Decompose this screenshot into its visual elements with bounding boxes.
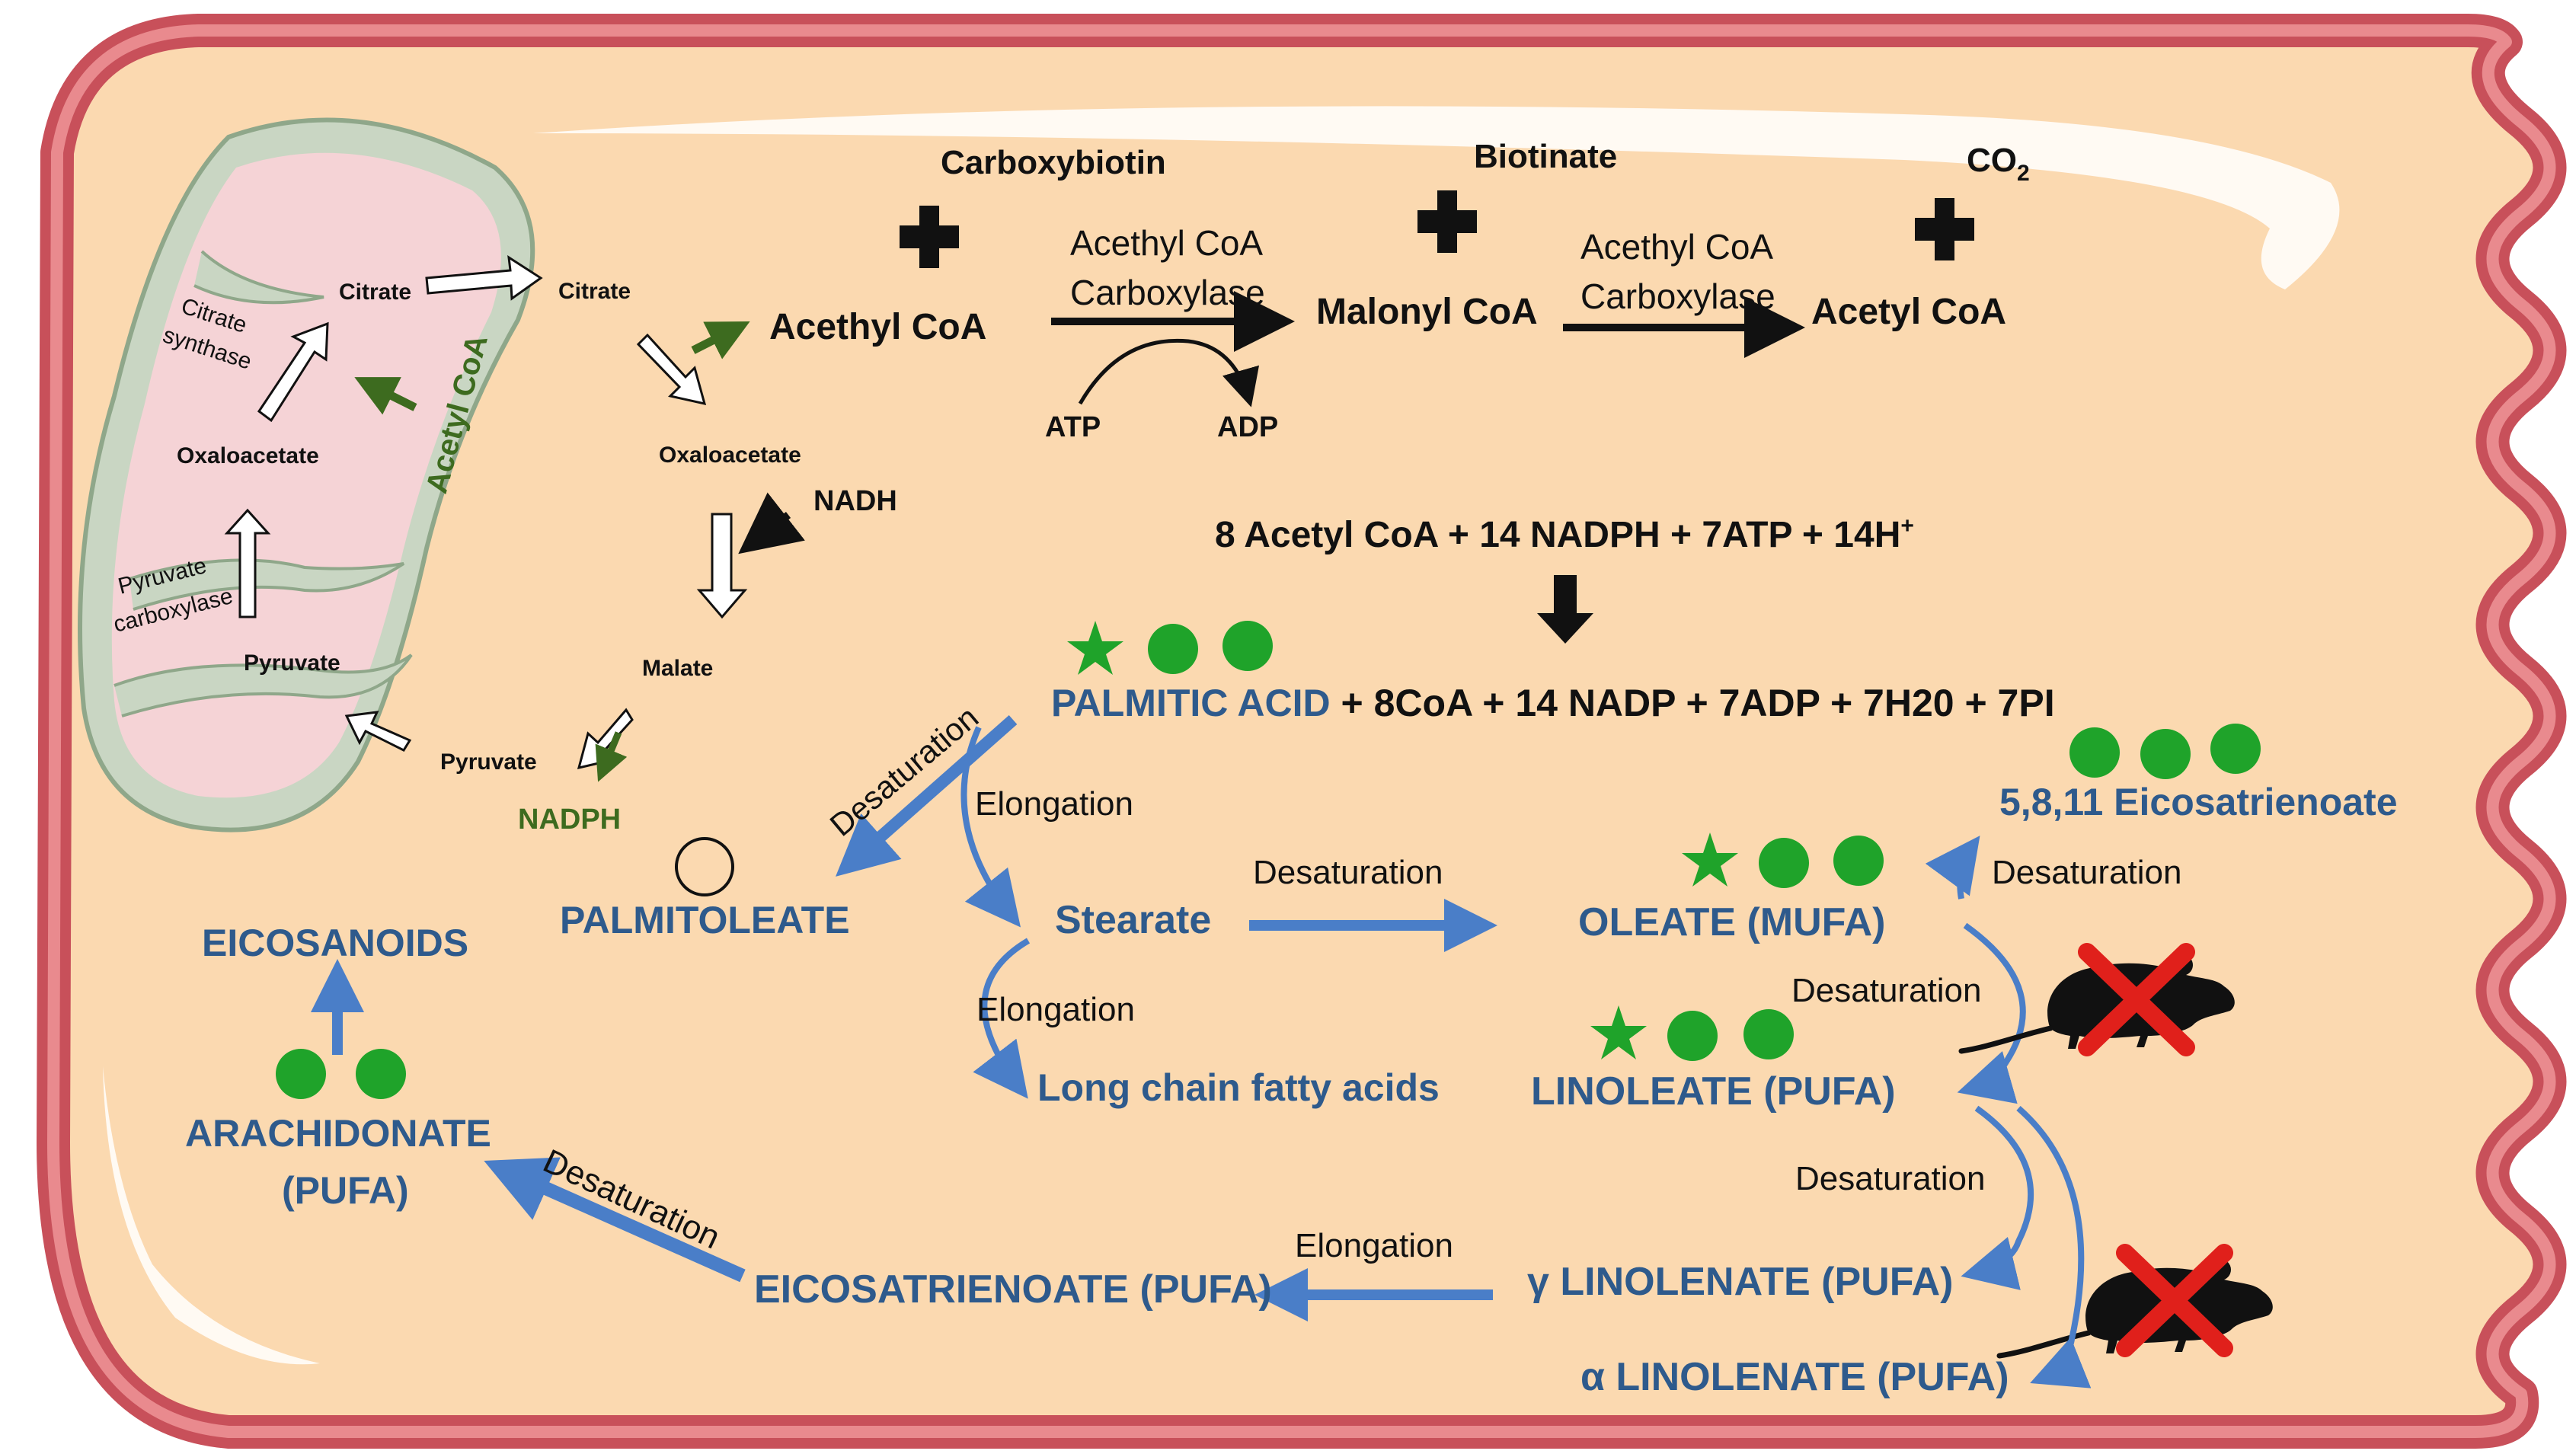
plus-icon-2 <box>1417 190 1477 253</box>
arrow-acetyl-coa-green <box>354 377 417 415</box>
desaturation-oleate-label: Desaturation <box>1253 854 1443 891</box>
desaturation-gamma-label: Desaturation <box>1795 1160 1985 1197</box>
desaturation-5811-label: Desaturation <box>1992 854 2181 891</box>
arachidonate-label-2: (PUFA) <box>282 1169 409 1212</box>
arrow-citrate-to-acetyl-coa-green <box>691 321 750 360</box>
arrow-oxaloacetate-to-malate <box>696 513 748 619</box>
enzyme2-label-line1: Acethyl CoA <box>1580 227 1773 267</box>
dot-marker-arachidonate-2 <box>356 1049 406 1099</box>
dot-marker-5811-3 <box>2210 724 2261 774</box>
arrow-citrate-to-oxaloacetate <box>636 333 707 406</box>
biotinate-label: Biotinate <box>1474 138 1617 175</box>
star-marker-linoleate <box>1590 1005 1647 1059</box>
enzyme1-label-line2: Carboxylase <box>1070 273 1265 312</box>
arrow-linoleate-to-gamma <box>1961 1105 2034 1290</box>
cytosol-malate-label: Malate <box>642 656 713 681</box>
dot-marker-palmitic-2 <box>1222 621 1273 671</box>
cell-highlight <box>533 106 2340 289</box>
dot-marker-linoleate-1 <box>1667 1011 1718 1061</box>
long-chain-fatty-acids-label: Long chain fatty acids <box>1037 1066 1440 1109</box>
arrow-linoleate-to-alpha <box>2016 1105 2092 1388</box>
plus-icon-3 <box>1915 198 1974 260</box>
eicosatrienoate-5811-label: 5,8,11 Eicosatrienoate <box>1999 781 2398 823</box>
rat-icon-2 <box>1999 1244 2273 1357</box>
star-marker-oleate <box>1682 832 1738 887</box>
oleate-label: OLEATE (MUFA) <box>1578 900 1885 944</box>
circle-marker-palmitoleate <box>675 837 734 896</box>
alpha-linolenate-label: α LINOLENATE (PUFA) <box>1580 1355 2009 1399</box>
arachidonate-label-1: ARACHIDONATE <box>185 1112 491 1155</box>
plus-icon-1 <box>900 206 959 268</box>
red-cross-icon-1 <box>2078 943 2195 1056</box>
dot-marker-palmitic-1 <box>1148 624 1198 674</box>
dot-marker-5811-2 <box>2140 729 2191 779</box>
nadph-label: NADPH <box>518 804 621 836</box>
mitochondrion-matrix <box>111 152 501 798</box>
crista-bottom <box>113 654 413 717</box>
dot-marker-oleate-2 <box>1833 836 1884 886</box>
enzyme1-label-line1: Acethyl CoA <box>1070 223 1263 263</box>
arrow-nadh <box>738 492 805 554</box>
elongation-3-label: Elongation <box>1295 1227 1453 1264</box>
mito-pyruvate-label: Pyruvate <box>244 650 340 676</box>
palmitoleate-label: PALMITOLEATE <box>560 899 850 941</box>
carboxybiotin-label: Carboxybiotin <box>941 144 1166 181</box>
arrow-oxaloacetate-to-citrate <box>257 321 329 423</box>
arrow-palmitic-to-palmitoleate <box>836 715 1018 877</box>
red-cross-icon-2 <box>2116 1244 2233 1357</box>
elongation-2-label: Elongation <box>976 991 1135 1028</box>
arrow-malate-to-pyruvate <box>577 708 634 770</box>
arrow-pyruvate-to-oxaloacetate <box>224 508 271 618</box>
dot-marker-oleate-1 <box>1759 838 1809 888</box>
adp-label: ADP <box>1217 411 1278 443</box>
cell-highlight-left <box>103 1066 320 1365</box>
acetyl-coa-cytosol-label: Acethyl CoA <box>769 307 986 347</box>
arrow-nadph-green <box>595 731 628 782</box>
malonyl-coa-label: Malonyl CoA <box>1316 292 1538 332</box>
gamma-linolenate-label: γ LINOLENATE (PUFA) <box>1527 1260 1953 1304</box>
atp-label: ATP <box>1045 411 1101 443</box>
co2-label: CO2 <box>1967 142 2030 186</box>
cell-membrane-inner <box>47 24 2556 1438</box>
enzyme2-label-line2: Carboxylase <box>1580 276 1775 316</box>
cytosol-pyruvate-label: Pyruvate <box>440 749 537 775</box>
eicosatrienoate-label: EICOSATRIENOATE (PUFA) <box>754 1267 1272 1312</box>
arrow-atp-to-adp <box>1078 338 1260 407</box>
arrow-pyruvate-import <box>344 711 412 752</box>
elongation-1-label: Elongation <box>975 785 1133 823</box>
rat-icon-1 <box>1961 943 2235 1056</box>
palmitic-acid-equation: PALMITIC ACID + 8CoA + 14 NADP + 7ADP + … <box>1051 682 2055 724</box>
dot-marker-5811-1 <box>2069 727 2120 778</box>
arrow-oleate-to-5811 <box>1925 836 1980 900</box>
mito-oxaloacetate-label: Oxaloacetate <box>177 443 319 468</box>
arrow-stearate-to-long-chain <box>973 938 1031 1099</box>
cytosol-oxaloacetate-label: Oxaloacetate <box>659 443 801 468</box>
arrow-equation-down <box>1537 575 1593 644</box>
arrow-eicosatrienoate-to-arachidonate <box>484 1157 746 1283</box>
star-marker-palmitic <box>1067 621 1123 675</box>
desaturation-linoleate-label: Desaturation <box>1791 972 1981 1009</box>
dot-marker-arachidonate-1 <box>276 1049 326 1099</box>
arrow-citrate-export <box>425 255 543 301</box>
mito-citrate-label: Citrate <box>339 280 411 305</box>
linoleate-label: LINOLEATE (PUFA) <box>1531 1069 1896 1114</box>
dot-marker-linoleate-2 <box>1743 1009 1794 1059</box>
cytosol-citrate-label: Citrate <box>558 279 631 304</box>
eicosanoids-label: EICOSANOIDS <box>202 922 468 964</box>
acetyl-coa-product-label: Acetyl CoA <box>1811 292 2006 332</box>
crista-top <box>193 250 324 305</box>
nadh-label: NADH <box>813 485 897 517</box>
mitochondrion <box>78 117 535 832</box>
synthesis-equation: 8 Acetyl CoA + 14 NADPH + 7ATP + 14H+ <box>1215 513 1914 555</box>
arrow-palmitic-to-stearate <box>960 726 1021 928</box>
stearate-label: Stearate <box>1055 898 1211 942</box>
